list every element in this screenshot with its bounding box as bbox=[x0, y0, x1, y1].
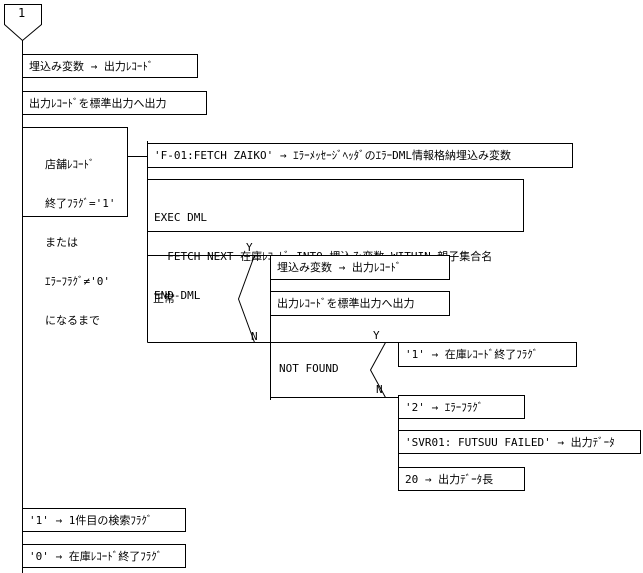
branch2-step-set-output-length: 20 → 出力ﾃﾞｰﾀ長 bbox=[398, 467, 525, 491]
loop-condition-line-1: 店舗ﾚｺｰﾄﾞ bbox=[45, 158, 95, 171]
branch1-yes-label: Y bbox=[246, 241, 253, 254]
branch2-step-set-end-flag: '1' → 在庫ﾚｺｰﾄﾞ終了ﾌﾗｸﾞ bbox=[398, 342, 577, 367]
loop-condition-line-2: 終了ﾌﾗｸﾞ='1' bbox=[45, 197, 116, 210]
connector-shape bbox=[4, 4, 42, 42]
step-embed-to-output: 埋込み変数 → 出力ﾚｺｰﾄﾞ bbox=[22, 54, 198, 78]
branch1-step-embed-to-output: 埋込み変数 → 出力ﾚｺｰﾄﾞ bbox=[270, 255, 450, 280]
branch2-yes-label: Y bbox=[373, 329, 380, 342]
branch1-step-write-stdout: 出力ﾚｺｰﾄﾞを標準出力へ出力 bbox=[270, 291, 450, 316]
branch2-no-label: N bbox=[376, 383, 383, 396]
dml-fetch-block: EXEC DML FETCH NEXT 在庫ﾚｺｰﾄﾞ INTO 埋込み変数 W… bbox=[147, 179, 524, 302]
branch1-no-label: N bbox=[251, 330, 258, 343]
loop-condition-line-5: になるまで bbox=[45, 314, 100, 327]
connector-label: 1 bbox=[18, 6, 26, 20]
dml-line-1: EXEC DML bbox=[154, 211, 207, 224]
step-set-error-header: 'F-01:FETCH ZAIKO' → ｴﾗｰﾒｯｾｰｼﾞﾍｯﾀﾞのｴﾗｰDM… bbox=[147, 143, 573, 168]
step-write-stdout: 出力ﾚｺｰﾄﾞを標準出力へ出力 bbox=[22, 91, 207, 115]
step-reset-end-flag: '0' → 在庫ﾚｺｰﾄﾞ終了ﾌﾗｸﾞ bbox=[22, 544, 186, 568]
branch2-step-set-error-flag: '2' → ｴﾗｰﾌﾗｸﾞ bbox=[398, 395, 525, 419]
branch2-step-set-output-data: 'SVR01: FUTSUU FAILED' → 出力ﾃﾞｰﾀ bbox=[398, 430, 641, 454]
step-set-first-search-flag: '1' → 1件目の検索ﾌﾗｸﾞ bbox=[22, 508, 186, 532]
loop-condition: 店舗ﾚｺｰﾄﾞ 終了ﾌﾗｸﾞ='1' または ｴﾗｰﾌﾗｸﾞ≠'0' になるまで bbox=[22, 127, 128, 327]
branch1-condition: 正常 bbox=[153, 292, 175, 305]
loop-condition-line-4: ｴﾗｰﾌﾗｸﾞ≠'0' bbox=[45, 275, 110, 288]
loop-condition-line-3: または bbox=[45, 236, 78, 249]
dml-line-3: END-DML bbox=[154, 289, 201, 302]
branch2-condition: NOT FOUND bbox=[279, 362, 339, 375]
